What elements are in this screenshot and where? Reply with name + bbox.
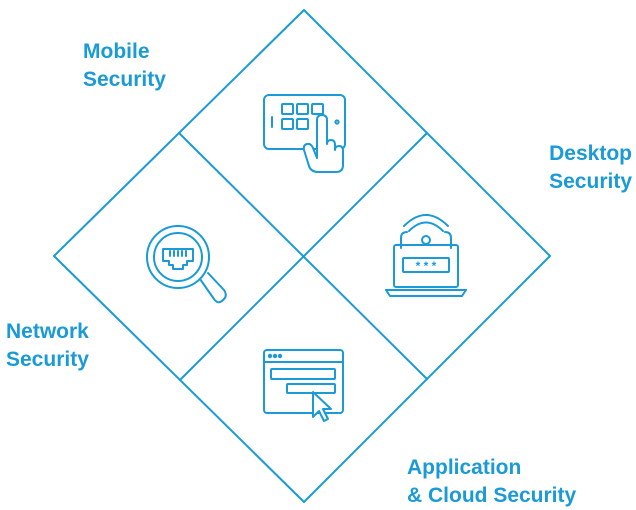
outer-diamond bbox=[53, 9, 551, 503]
desktop-security-label: Desktop Security bbox=[549, 140, 632, 196]
desktop-security-line2: Security bbox=[549, 170, 632, 193]
application-security-line1: Application bbox=[407, 456, 522, 479]
application-security-line2: & Cloud Security bbox=[407, 484, 577, 507]
divider-down-right bbox=[180, 132, 428, 380]
laptop-wifi-password-icon: * * * bbox=[385, 214, 467, 297]
ethernet-magnifier-icon bbox=[146, 225, 227, 304]
mobile-security-line1: Mobile bbox=[83, 40, 150, 63]
desktop-security-line1: Desktop bbox=[549, 142, 632, 165]
network-security-line2: Security bbox=[6, 348, 89, 371]
application-cloud-security-label: Application & Cloud Security bbox=[407, 454, 576, 510]
svg-text:* * *: * * * bbox=[416, 259, 437, 273]
mobile-security-line2: Security bbox=[83, 68, 166, 91]
network-security-line1: Network bbox=[6, 320, 89, 343]
tablet-touch-icon bbox=[263, 94, 346, 173]
mobile-security-label: Mobile Security bbox=[83, 38, 166, 94]
browser-cursor-icon bbox=[263, 349, 344, 422]
network-security-label: Network Security bbox=[6, 318, 89, 374]
